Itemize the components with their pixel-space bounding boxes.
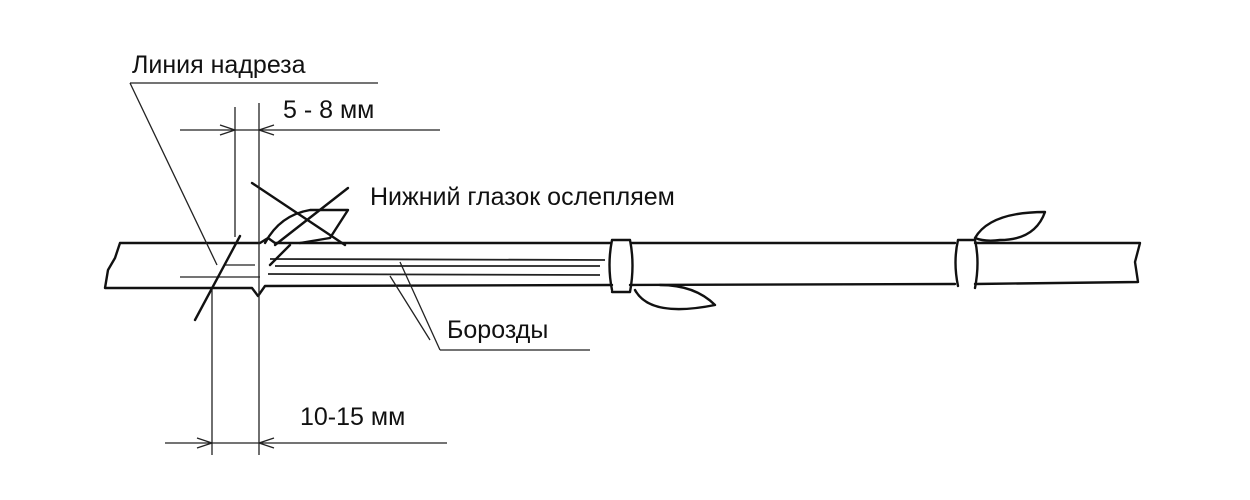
- stem: [103, 236, 1142, 298]
- grooves: [180, 258, 606, 278]
- dim-large-label: 10-15 мм: [300, 403, 405, 431]
- dimension-lines: [129, 82, 590, 455]
- upper-leaf: [973, 210, 1047, 242]
- blinded-bud: [193, 181, 350, 322]
- cut-line-label: Линия надреза: [132, 51, 306, 79]
- grooves-label: Борозды: [447, 316, 548, 344]
- lower-bud-label: Нижний глазок ослепляем: [370, 183, 675, 211]
- dim-small-label: 5 - 8 мм: [283, 96, 374, 124]
- lower-leaf: [633, 283, 717, 311]
